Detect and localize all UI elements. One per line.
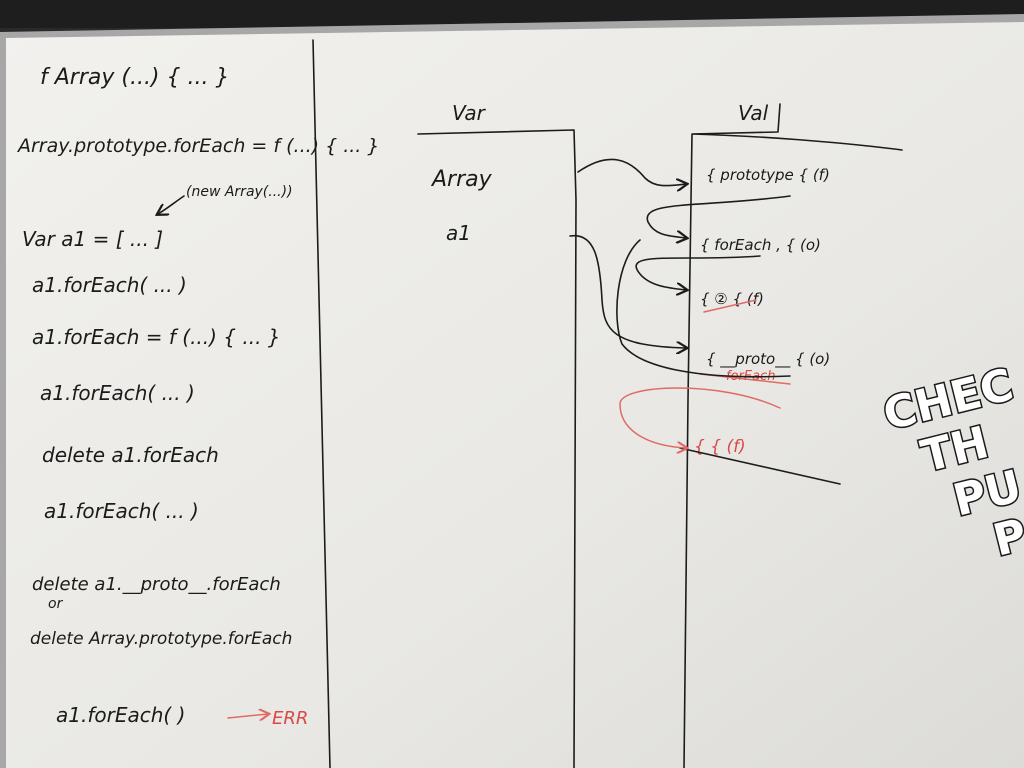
line-array-constructor: f Array (...) { ... }: [40, 65, 229, 90]
note-new-array: (new Array(...)): [186, 184, 293, 200]
line-a1-foreach-assign: a1.forEach = f (...) { ... }: [32, 325, 281, 349]
arrow-proto-loop: [616, 239, 791, 378]
arrow-prototype-to-foreach: [646, 195, 791, 238]
arrow-foreach-to-function: [635, 255, 761, 290]
line-a1-foreach-2: a1.forEach( ... ): [40, 381, 195, 405]
left-column: f Array (...) { ... } Array.prototype.fo…: [16, 65, 379, 729]
arrow-a1-to-object: [569, 234, 686, 348]
board-surface: [6, 22, 1024, 768]
val-row-foreach: { forEach , { (o): [700, 236, 821, 254]
val-table-lines: [683, 103, 903, 768]
arrow-array-to-object: [577, 158, 686, 185]
err-label: ERR: [272, 708, 308, 729]
val-table: Val { prototype { (f) { forEach , { (o) …: [679, 101, 903, 768]
err-arrow: [227, 714, 268, 718]
var-table-lines: [417, 129, 577, 768]
line-a1-foreach-3: a1.forEach( ... ): [44, 499, 199, 523]
var-row-a1: a1: [446, 221, 471, 245]
arrow-red-loop: [619, 387, 781, 448]
reference-arrows: [569, 158, 791, 448]
strike-final: [679, 447, 841, 485]
line-delete-proto-foreach: delete a1.__proto__.forEach: [32, 574, 281, 595]
column-divider: [312, 39, 331, 768]
line-delete-a1-foreach: delete a1.forEach: [42, 443, 219, 467]
var-table: Var Array a1: [417, 101, 577, 768]
line-var-a1: Var a1 = [ ... ]: [22, 227, 163, 251]
line-a1-foreach-1: a1.forEach( ... ): [32, 273, 187, 297]
val-row-proto: { __proto__ { (o): [706, 350, 830, 369]
var-header: Var: [452, 101, 487, 125]
var-row-array: Array: [430, 167, 493, 192]
note-arrow: [158, 195, 185, 214]
line-a1-foreach-final: a1.forEach( ): [56, 703, 185, 727]
val-row-function: { ② { (f): [700, 290, 764, 308]
val-row-final: { { (f): [694, 437, 746, 457]
line-or: or: [48, 596, 64, 612]
val-header: Val: [738, 101, 769, 125]
line-delete-array-prototype-foreach: delete Array.prototype.forEach: [30, 629, 292, 649]
line-prototype-foreach: Array.prototype.forEach = f (...) { ... …: [16, 135, 379, 157]
val-row-prototype: { prototype { (f): [706, 166, 830, 184]
